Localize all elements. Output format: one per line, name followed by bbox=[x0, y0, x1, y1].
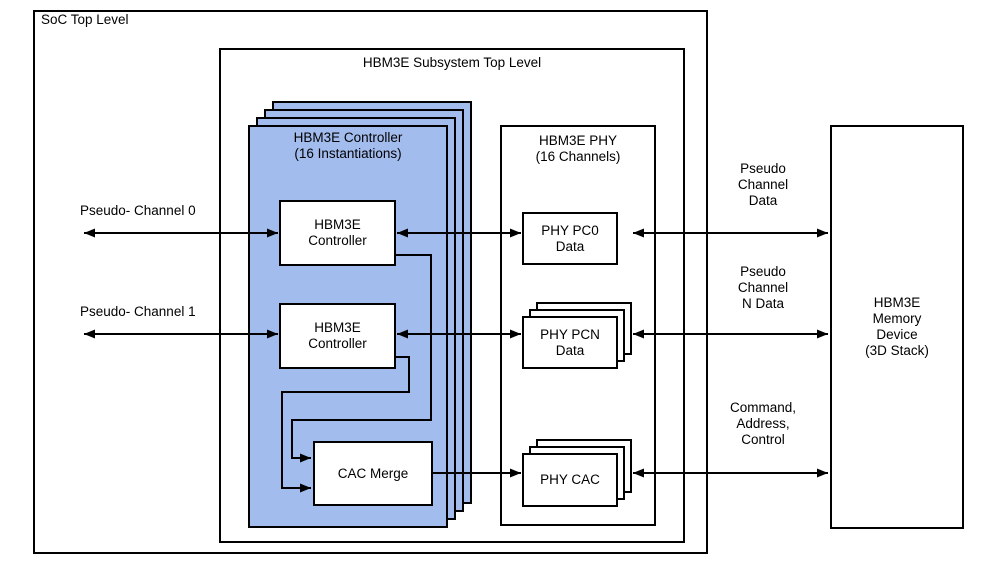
phy-cac-box: PHY CAC bbox=[522, 453, 618, 507]
phy-pcn-box: PHY PCN Data bbox=[522, 316, 618, 369]
hbm3e-controller-1-box: HBM3E Controller bbox=[279, 303, 396, 369]
pseudo-channel-data-label: Pseudo Channel Data bbox=[737, 161, 789, 208]
subsystem-label: HBM3E Subsystem Top Level bbox=[362, 55, 542, 70]
pseudo-channel-1-label: Pseudo- Channel 1 bbox=[80, 304, 196, 319]
phy-label: HBM3E PHY (16 Channels) bbox=[535, 133, 621, 164]
pseudo-channel-n-data-label: Pseudo Channel N Data bbox=[737, 264, 789, 311]
memory-device-box: HBM3E Memory Device (3D Stack) bbox=[830, 125, 964, 529]
subsystem-box bbox=[219, 48, 685, 543]
command-address-control-label: Command, Address, Control bbox=[729, 400, 797, 447]
soc-top-level-label: SoC Top Level bbox=[41, 12, 129, 27]
pseudo-channel-0-label: Pseudo- Channel 0 bbox=[80, 203, 196, 218]
hbm3e-controller-0-box: HBM3E Controller bbox=[279, 200, 396, 266]
cac-merge-box: CAC Merge bbox=[313, 441, 433, 506]
soc-top-level-box bbox=[33, 10, 708, 554]
controller-stack-label: HBM3E Controller (16 Instantiations) bbox=[293, 130, 403, 161]
phy-pc0-box: PHY PC0 Data bbox=[522, 212, 618, 265]
